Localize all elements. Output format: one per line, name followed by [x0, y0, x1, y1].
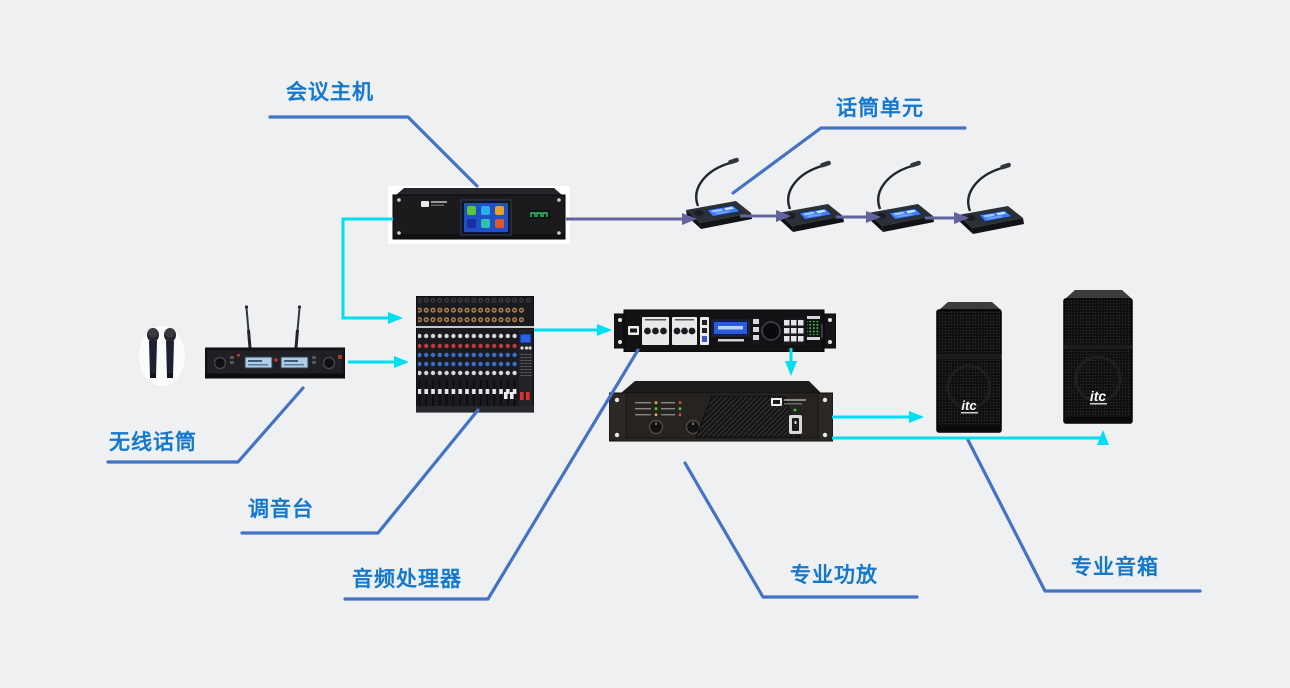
itc-logo: itc — [1090, 388, 1107, 404]
leader-mixer — [240, 408, 480, 535]
lcd-display — [244, 356, 273, 369]
conn-host-to-mixer — [341, 217, 403, 324]
ventilation-grille — [695, 395, 801, 438]
mixer-display — [519, 333, 532, 344]
leader-amplifier — [683, 461, 919, 599]
label-amplifier: 专业功放 — [790, 564, 878, 587]
led-indicators — [635, 401, 682, 417]
antenna — [294, 305, 302, 349]
gain-knob-ch1 — [648, 419, 664, 435]
wireless-receiver — [205, 305, 345, 379]
volume-knob — [322, 356, 336, 370]
speaker-right: itc — [1063, 290, 1133, 424]
itc-logo: itc — [961, 398, 977, 413]
handheld-mic — [147, 328, 159, 378]
eq-sliders — [520, 354, 532, 378]
handheld-mics — [139, 326, 185, 386]
led-meters — [807, 316, 820, 340]
handheld-mic — [164, 328, 176, 378]
input-socket-row — [418, 297, 530, 306]
leader-mic-units — [731, 126, 967, 195]
label-mic-units: 话筒单元 — [836, 97, 924, 120]
leader-speakers — [966, 438, 1202, 593]
label-audio-processor: 音频处理器 — [352, 568, 462, 591]
channel-knob-rows — [418, 332, 518, 378]
status-display — [529, 210, 551, 219]
leader-conference-host — [268, 115, 479, 188]
label-conference-host: 会议主机 — [286, 81, 374, 104]
woofer — [1074, 355, 1122, 403]
lcd-display — [711, 319, 750, 342]
label-wireless-mic: 无线话筒 — [109, 431, 197, 454]
itc-logo — [421, 201, 447, 207]
channel-faders — [418, 380, 518, 406]
label-mixer: 调音台 — [248, 498, 314, 521]
leader-audio-processor — [343, 348, 640, 601]
input-jack-rows — [418, 305, 524, 325]
lcd-display — [280, 356, 309, 369]
gain-panel — [672, 317, 697, 345]
jog-knob — [761, 321, 781, 341]
power-button — [789, 415, 802, 434]
mixer-device — [416, 296, 534, 413]
master-section — [519, 330, 532, 406]
label-speakers: 专业音箱 — [1071, 556, 1159, 579]
conference-host-device — [388, 186, 570, 244]
volume-knob — [213, 356, 227, 370]
leader-wireless-mic — [106, 386, 305, 464]
conn-amp-to-right-speaker — [832, 430, 1109, 445]
antenna — [244, 305, 252, 349]
speaker-left: itc — [936, 302, 1002, 433]
gain-panel — [642, 317, 669, 345]
itc-logo — [771, 398, 806, 412]
touchscreen — [460, 199, 512, 236]
button-grid — [783, 318, 805, 345]
audio-processor-device — [614, 309, 836, 352]
woofer — [946, 364, 992, 410]
amplifier-device — [609, 381, 833, 442]
